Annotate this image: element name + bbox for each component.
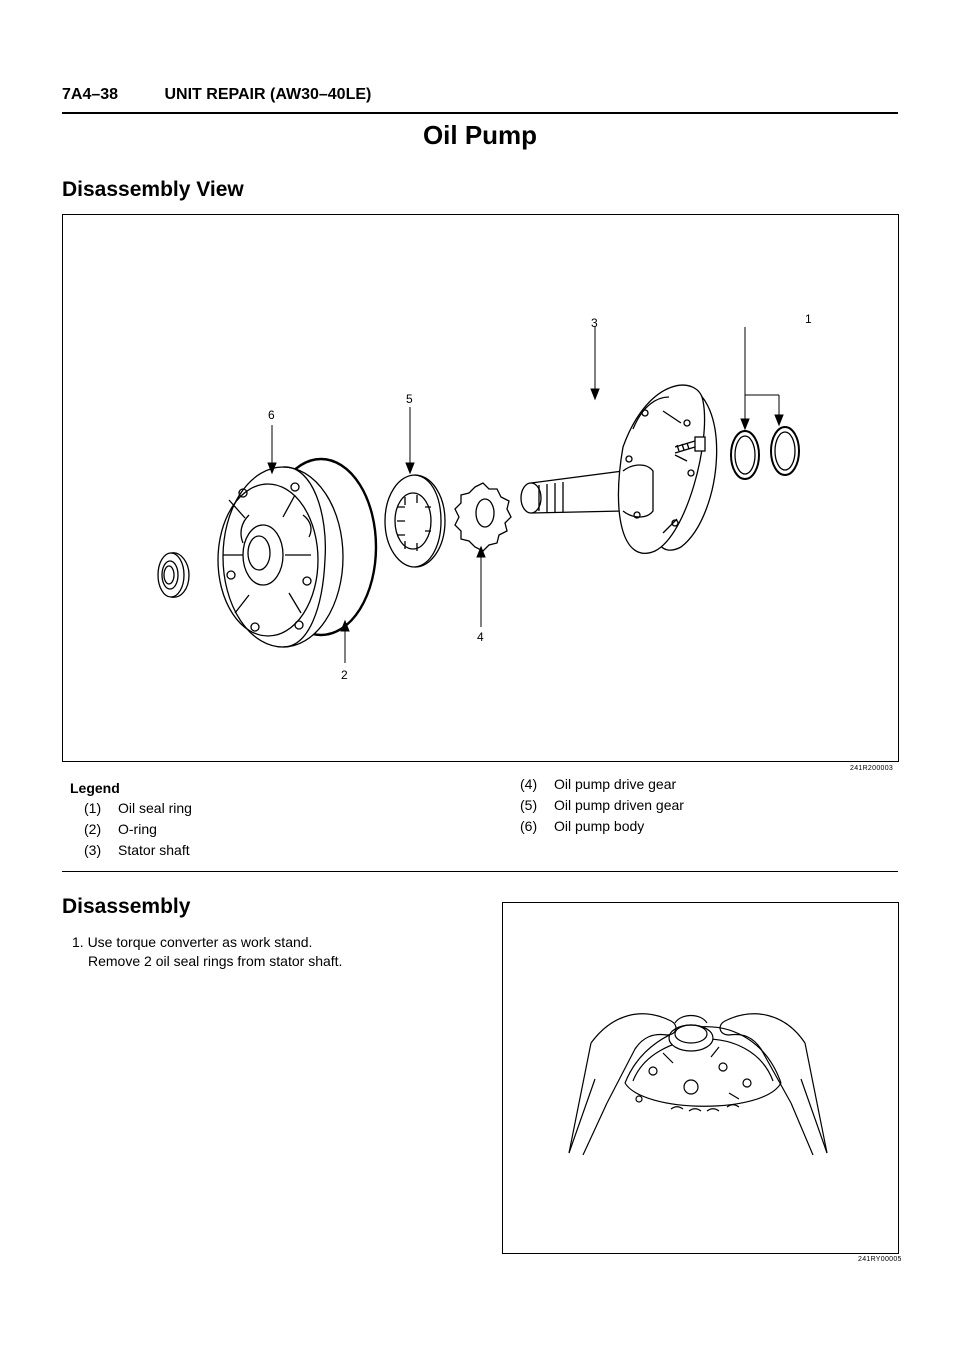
step-1-line-2: Remove 2 oil seal rings from stator shaf…: [88, 953, 343, 969]
bolt-drawing: [674, 436, 706, 454]
legend-item: (2)O-ring: [84, 821, 157, 837]
callout-6: 6: [268, 408, 275, 422]
legend-item: (5)Oil pump driven gear: [520, 797, 684, 813]
callout-labels: 1 2 3 4 5 6: [268, 312, 812, 682]
step-1-figure: [502, 902, 899, 1254]
section-title: UNIT REPAIR (AW30–40LE): [164, 86, 372, 103]
step-1-figure-code: 241RY00005: [858, 1256, 902, 1263]
legend-title: Legend: [70, 780, 120, 796]
view-figure-code: 241R200003: [850, 765, 894, 772]
exploded-diagram: 1 2 3 4 5 6: [157, 312, 812, 682]
oil-seal-rings-drawing: [730, 426, 800, 480]
page-header: 7A4–38 UNIT REPAIR (AW30–40LE): [62, 86, 371, 104]
page-title: Oil Pump: [422, 120, 538, 150]
front-oil-seal-drawing: [157, 552, 190, 598]
drive-gear-drawing: [454, 482, 512, 552]
section-divider: [62, 871, 898, 872]
legend-item: (1)Oil seal ring: [84, 800, 192, 816]
pump-body-drawing: [217, 466, 344, 648]
legend-item: (6)Oil pump body: [520, 818, 645, 834]
callout-leaders: [267, 327, 784, 663]
header-rule: [62, 112, 898, 114]
disassembly-view-heading: Disassembly View: [62, 178, 244, 201]
legend-item: (3)Stator shaft: [84, 842, 190, 858]
disassembly-view-figure: 1 2 3 4 5 6: [62, 214, 899, 762]
callout-3: 3: [591, 316, 598, 330]
legend-item: (4)Oil pump drive gear: [520, 776, 677, 792]
driven-gear-drawing: [384, 474, 446, 568]
step-1-line-1: 1. Use torque converter as work stand.: [72, 934, 313, 950]
page-number: 7A4–38: [62, 86, 119, 103]
callout-4: 4: [477, 630, 484, 644]
stator-shaft-drawing: [520, 384, 718, 554]
disassembly-heading: Disassembly: [62, 895, 191, 918]
callout-1: 1: [805, 312, 812, 326]
hands-removing-seal-rings-drawing: [568, 1013, 828, 1156]
callout-5: 5: [406, 392, 413, 406]
callout-2: 2: [341, 668, 348, 682]
